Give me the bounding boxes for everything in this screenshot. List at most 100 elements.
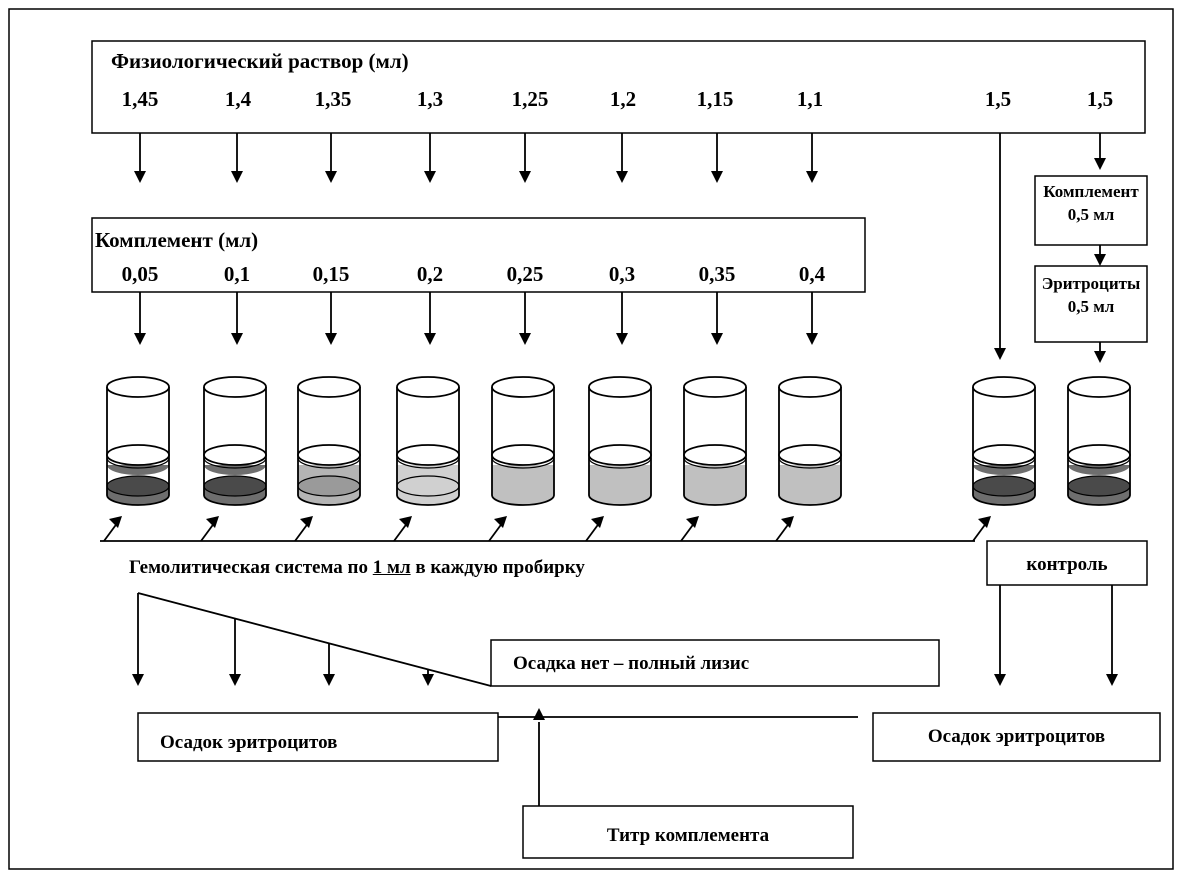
saline-value: 1,5 [1086,87,1114,111]
complement-value: 0,05 [121,262,159,286]
liquid-surface [683,444,747,466]
liquid-surface [588,444,652,466]
sediment-right-box [872,712,1161,762]
tube-mouth [778,376,842,398]
complement-value: 0,15 [312,262,350,286]
complement-value: 0,25 [506,262,544,286]
tube-mouth [1067,376,1131,398]
sediment-right-label: Осадок эритроцитов [927,726,1106,747]
tube-liquid [779,465,841,505]
slash-line [137,592,492,687]
test-tube [778,376,842,506]
sediment-surface [106,475,170,497]
complement-value: 0,3 [608,262,636,286]
saline-title: Физиологический раствор (мл) [111,49,409,73]
liquid-rim [297,457,361,469]
saline-value: 1,15 [696,87,734,111]
down-arrow-head [231,171,243,183]
titer-box [522,805,854,859]
outer-frame [8,8,1174,870]
sediment-surface [1067,475,1131,497]
test-tube [297,376,361,506]
down-arrow-head [323,674,335,686]
saline-value: 1,3 [416,87,444,111]
tube-mouth [972,376,1036,398]
sediment-surface [297,475,361,497]
down-arrow-head [134,171,146,183]
tube-walls [1067,387,1131,506]
tube-liquid [684,465,746,505]
down-arrow-head [994,674,1006,686]
tube-walls [106,387,170,506]
test-tube [588,376,652,506]
hemolytic-underlined: 1 мл [372,557,411,578]
tube-walls [778,387,842,506]
down-arrow-head [711,171,723,183]
liquid-surface [778,444,842,466]
liquid-surface [396,444,460,466]
down-arrow-head [806,171,818,183]
down-arrow-head [1094,351,1106,363]
saline-value: 1,4 [224,87,252,111]
tube-liquid [589,465,651,505]
tube-walls [972,387,1036,506]
control-erythrocytes-text: Эритроциты 0,5 мл [1035,273,1147,319]
saline-value: 1,25 [511,87,549,111]
tube-walls [683,387,747,506]
down-arrow-head [325,171,337,183]
sediment-surface [396,475,460,497]
down-arrow-head [994,348,1006,360]
down-arrow-head [229,674,241,686]
hemolytic-arrow-head [686,516,699,528]
control-complement-box [1034,175,1148,246]
control-erythrocytes-line2: 0,5 мл [1067,296,1115,316]
tube-mouth [683,376,747,398]
test-tube [1067,376,1131,506]
complement-title: Комплемент (мл) [95,228,259,252]
hemolytic-arrow-head [109,516,122,528]
liquid-rim [396,457,460,469]
down-arrow-head [325,333,337,345]
down-arrow-head [616,171,628,183]
hemolytic-before: Гемолитическая система по [129,557,373,578]
hemolytic-arrow-head [399,516,412,528]
liquid-rim [683,457,747,469]
no-sediment-label: Осадка нет – полный лизис [513,653,750,674]
sediment-left-box [137,712,499,762]
hemolytic-arrow-head [300,516,313,528]
complement-value: 0,1 [223,262,251,286]
complement-value: 0,2 [416,262,444,286]
sediment-left-label: Осадок эритроцитов [160,732,338,753]
hemolytic-system-label: Гемолитическая система по 1 мл в каждую … [129,558,585,577]
tube-mouth [203,376,267,398]
liquid-rim [491,457,555,469]
tube-walls [203,387,267,506]
control-erythrocytes-box [1034,265,1148,343]
control-erythrocytes-line1: Эритроциты [1041,274,1141,293]
complement-value: 0,4 [798,262,826,286]
saline-value: 1,2 [609,87,637,111]
hemolytic-after: в каждую пробирку [410,557,585,578]
saline-box [91,40,1146,134]
test-tube [203,376,267,506]
no-sediment-box [490,639,940,687]
sediment-surface [203,475,267,497]
down-arrow-head [134,333,146,345]
liquid-rim [972,457,1036,469]
liquid-rim [106,457,170,469]
tube-mouth [106,376,170,398]
tube-walls [396,387,460,506]
complement-value: 0,35 [698,262,736,286]
saline-value: 1,45 [121,87,159,111]
liquid-surface [1067,444,1131,466]
control-label: контроль [1026,554,1108,575]
liquid-surface [297,444,361,466]
tube-mouth [297,376,361,398]
test-tubes [106,376,1131,506]
control-complement-line1: Комплемент [1043,182,1139,201]
test-tube [491,376,555,506]
liquid-rim [1067,457,1131,469]
tube-mouth [588,376,652,398]
down-arrow-head [422,674,434,686]
control-complement-line2: 0,5 мл [1067,204,1115,224]
